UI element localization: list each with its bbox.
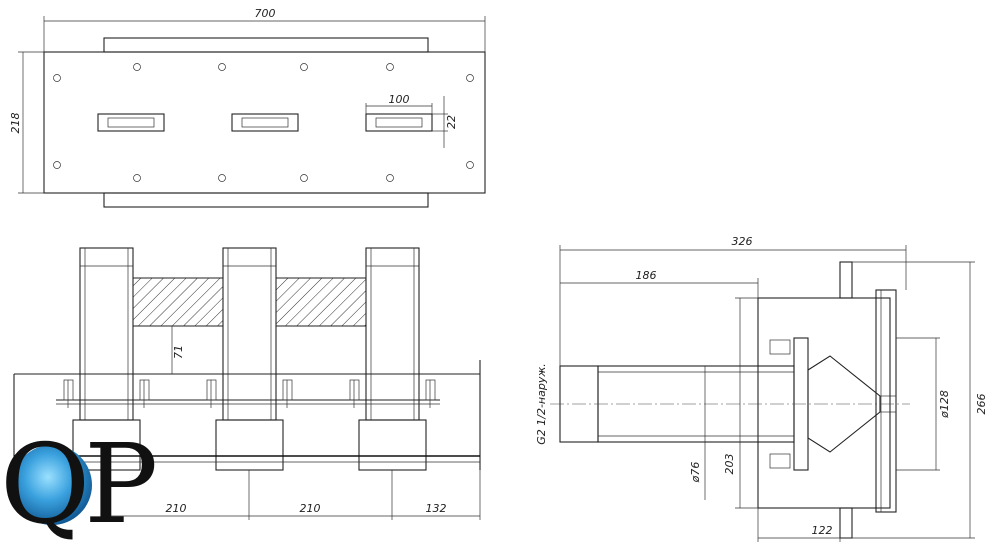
dimension-100: 100 bbox=[365, 93, 433, 114]
dim-label-132: 132 bbox=[426, 502, 447, 515]
screw-hole bbox=[386, 63, 394, 71]
dim-label-100: 100 bbox=[389, 93, 410, 106]
pipe bbox=[72, 247, 141, 471]
slot-inner bbox=[107, 117, 155, 128]
slot bbox=[365, 113, 433, 132]
dimension-326: 326 bbox=[559, 235, 907, 366]
screw-hole bbox=[218, 174, 226, 182]
screw-hole bbox=[300, 174, 308, 182]
dimension-128: ø128 bbox=[896, 337, 951, 471]
top-plate bbox=[43, 51, 486, 194]
dimension-266: 266 bbox=[852, 261, 988, 539]
dimension-71: 71 bbox=[171, 326, 185, 374]
bolts bbox=[63, 379, 436, 408]
dim-label-122: 122 bbox=[812, 524, 833, 537]
dim-label-210-b: 210 bbox=[300, 502, 321, 515]
dim-label-76: ø76 bbox=[689, 462, 702, 484]
screw-hole bbox=[386, 174, 394, 182]
side-view: 326 186 G2 1/2-наруж. ø76 203 122 bbox=[535, 235, 988, 542]
pipe bbox=[358, 247, 427, 471]
screw-hole bbox=[218, 63, 226, 71]
dim-label-326: 326 bbox=[732, 235, 753, 248]
wall-lines bbox=[13, 360, 481, 470]
screw-holes bbox=[53, 63, 474, 182]
dimension-spacing: 210 210 132 bbox=[105, 470, 481, 520]
slot-inner bbox=[241, 117, 289, 128]
dim-label-71: 71 bbox=[172, 345, 185, 359]
dim-label-266: 266 bbox=[975, 394, 988, 415]
slot-inner bbox=[375, 117, 423, 128]
dim-label-203: 203 bbox=[723, 454, 736, 475]
dim-label-128: ø128 bbox=[938, 390, 951, 419]
dimension-186: 186 bbox=[560, 269, 759, 298]
logo-text: QP bbox=[0, 420, 155, 548]
wall-plate bbox=[839, 507, 853, 539]
screw-hole bbox=[300, 63, 308, 71]
logo-water-circle bbox=[12, 445, 92, 525]
hatched-section bbox=[132, 277, 224, 327]
dimension-700: 700 bbox=[43, 7, 486, 52]
screw-hole bbox=[53, 74, 61, 82]
screw-hole bbox=[133, 174, 141, 182]
dim-label-thread: G2 1/2-наруж. bbox=[535, 363, 548, 445]
qp-logo: QP bbox=[0, 420, 161, 548]
top-flange-upper bbox=[103, 37, 429, 53]
pipe bbox=[215, 247, 284, 471]
screw-hole bbox=[466, 161, 474, 169]
dim-label-22: 22 bbox=[445, 115, 458, 129]
screw-hole bbox=[133, 63, 141, 71]
wall-plate bbox=[839, 261, 853, 299]
dimension-22: 22 bbox=[432, 96, 458, 148]
dim-label-700: 700 bbox=[255, 7, 276, 20]
slot bbox=[231, 113, 299, 132]
dim-label-186: 186 bbox=[636, 269, 657, 282]
front-flange bbox=[875, 289, 897, 513]
dimension-76: ø76 bbox=[689, 366, 706, 500]
hatched-section bbox=[275, 277, 367, 327]
screw-hole bbox=[466, 74, 474, 82]
top-flange-lower bbox=[103, 192, 429, 208]
dimension-122: 122 bbox=[757, 508, 852, 542]
dim-label-218: 218 bbox=[9, 113, 22, 134]
housing bbox=[757, 297, 891, 509]
dimension-203: 203 bbox=[723, 297, 758, 509]
screw-hole bbox=[53, 161, 61, 169]
slots bbox=[97, 113, 433, 132]
slot bbox=[97, 113, 165, 132]
dim-label-210-a: 210 bbox=[166, 502, 187, 515]
dimension-218: 218 bbox=[9, 51, 44, 194]
top-view: 700 218 100 22 bbox=[9, 7, 486, 208]
front-view: 71 210 210 132 bbox=[13, 247, 481, 520]
